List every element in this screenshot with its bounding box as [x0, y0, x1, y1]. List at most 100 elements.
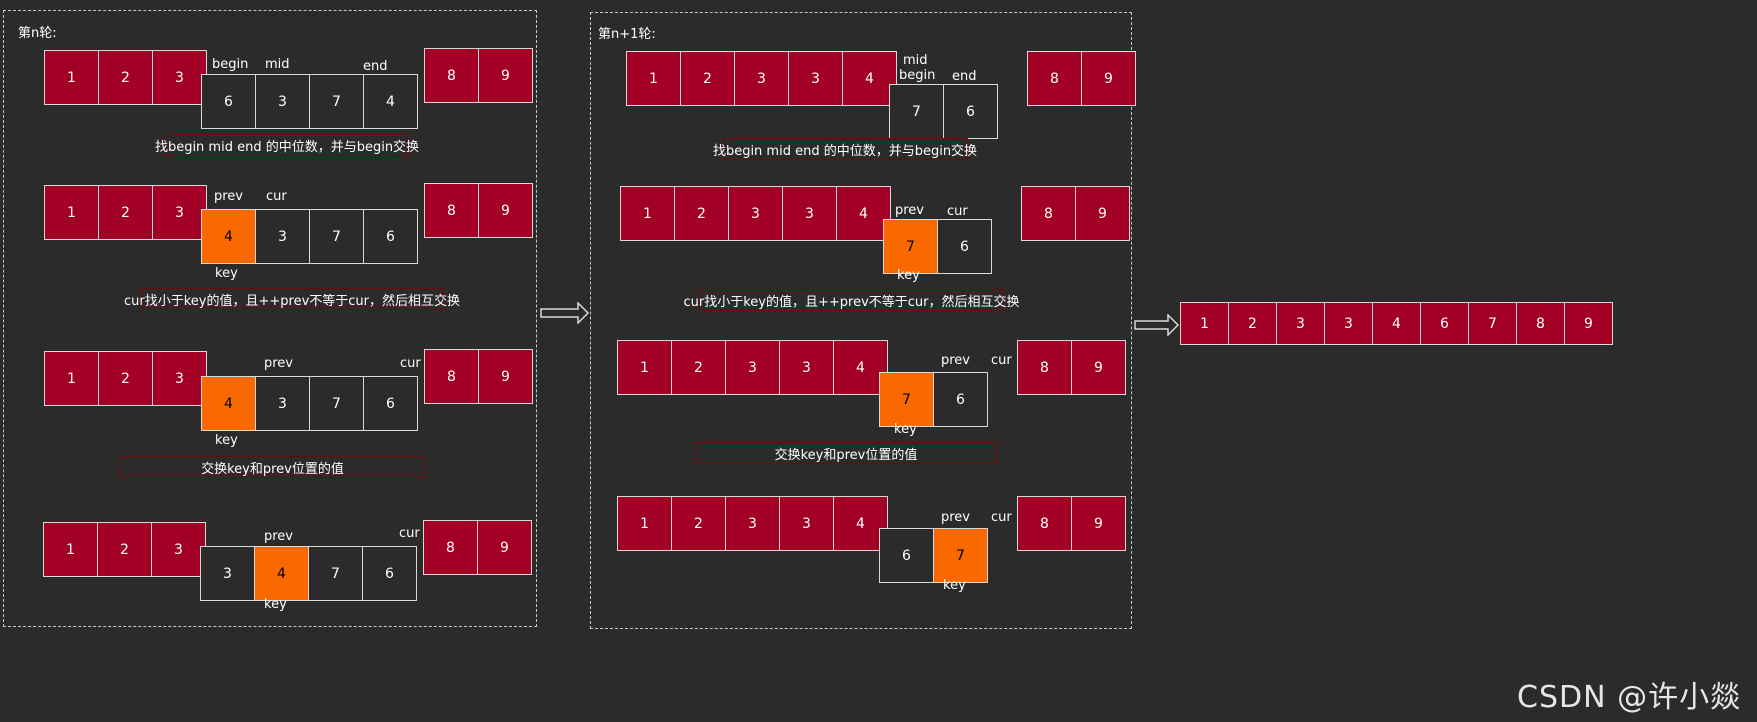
- array-cell: 2: [98, 185, 153, 240]
- array-cell: 6: [879, 528, 934, 583]
- array-cell: 4: [842, 51, 897, 106]
- cur-label: cur: [400, 356, 421, 371]
- begin-label: begin: [899, 68, 936, 83]
- array-cell: 9: [1075, 186, 1130, 241]
- right-step2-sorted-left: 1 2 3 3 4: [620, 186, 891, 241]
- mid-label: mid: [903, 53, 928, 68]
- key-label: key: [215, 433, 238, 448]
- array-cell: 7: [309, 376, 364, 431]
- array-cell: 3: [779, 496, 834, 551]
- right-step4-sorted-left: 1 2 3 3 4: [617, 496, 888, 551]
- array-cell: 1: [620, 186, 675, 241]
- cur-label: cur: [991, 510, 1012, 525]
- array-cell: 2: [680, 51, 735, 106]
- array-cell: 2: [1228, 302, 1277, 345]
- array-cell: 3: [152, 50, 207, 105]
- array-cell: 8: [1017, 340, 1072, 395]
- watermark: CSDN @许小燚: [1517, 680, 1742, 715]
- array-cell: 9: [478, 183, 533, 238]
- left-step1-sorted-left: 1 2 3: [44, 50, 207, 105]
- array-cell: 3: [725, 340, 780, 395]
- round-n-panel: [3, 10, 537, 627]
- array-cell: 3: [255, 74, 310, 129]
- prev-label: prev: [895, 203, 925, 218]
- array-cell: 2: [671, 496, 726, 551]
- note-cur-find: cur找小于key的值，且++prev不等于cur，然后相互交换: [684, 289, 1020, 311]
- array-cell: 9: [1071, 340, 1126, 395]
- array-cell: 8: [424, 48, 479, 103]
- array-cell: 2: [98, 50, 153, 105]
- array-cell: 4: [833, 496, 888, 551]
- key-label: key: [943, 578, 966, 593]
- array-cell: 1: [44, 185, 99, 240]
- array-cell: 8: [1516, 302, 1565, 345]
- array-cell: 6: [362, 546, 417, 601]
- array-cell: 7: [1468, 302, 1517, 345]
- cur-label: cur: [266, 189, 287, 204]
- array-cell-key: 4: [254, 546, 309, 601]
- array-cell: 2: [98, 351, 153, 406]
- round-n-title: 第n轮:: [18, 26, 57, 41]
- note-cur-find: cur找小于key的值，且++prev不等于cur，然后相互交换: [124, 288, 460, 310]
- array-cell: 3: [152, 351, 207, 406]
- right-step3-working: 7 6: [879, 372, 988, 427]
- array-cell: 8: [424, 183, 479, 238]
- array-cell: 8: [1017, 496, 1072, 551]
- array-cell: 4: [363, 74, 418, 129]
- note-swap-key-prev: 交换key和prev位置的值: [121, 456, 424, 478]
- array-cell: 7: [889, 84, 944, 139]
- prev-label: prev: [264, 356, 294, 371]
- array-cell: 3: [255, 376, 310, 431]
- array-cell-key: 4: [201, 376, 256, 431]
- right-step3-sorted-left: 1 2 3 3 4: [617, 340, 888, 395]
- left-step3-working: 4 3 7 6: [201, 376, 418, 431]
- prev-label: prev: [941, 510, 971, 525]
- array-cell: 8: [424, 349, 479, 404]
- left-step4-sorted-left: 1 2 3: [43, 522, 206, 577]
- array-cell: 1: [44, 50, 99, 105]
- prev-label: prev: [941, 353, 971, 368]
- key-label: key: [215, 266, 238, 281]
- array-cell: 8: [423, 520, 478, 575]
- array-cell: 1: [617, 340, 672, 395]
- arrow-right-icon: [1134, 314, 1180, 336]
- array-cell: 1: [617, 496, 672, 551]
- left-step4-working: 3 4 7 6: [200, 546, 417, 601]
- array-cell: 6: [943, 84, 998, 139]
- array-cell: 7: [309, 74, 364, 129]
- right-step1-working: 7 6: [889, 84, 998, 139]
- array-cell: 4: [1372, 302, 1421, 345]
- key-label: key: [897, 268, 920, 283]
- begin-label: begin: [212, 57, 249, 72]
- array-cell: 2: [674, 186, 729, 241]
- right-step4-sorted-right: 8 9: [1017, 496, 1126, 551]
- end-label: end: [952, 69, 977, 84]
- array-cell: 8: [1027, 51, 1082, 106]
- array-cell-key: 4: [201, 209, 256, 264]
- cur-label: cur: [991, 353, 1012, 368]
- array-cell-key: 7: [883, 219, 938, 274]
- prev-label: prev: [214, 189, 244, 204]
- array-cell: 1: [43, 522, 98, 577]
- array-cell: 3: [734, 51, 789, 106]
- right-step3-sorted-right: 8 9: [1017, 340, 1126, 395]
- right-step4-working: 6 7: [879, 528, 988, 583]
- array-cell: 6: [933, 372, 988, 427]
- right-step1-sorted-right: 8 9: [1027, 51, 1136, 106]
- array-cell: 3: [1324, 302, 1373, 345]
- array-cell: 9: [478, 48, 533, 103]
- right-step1-sorted-left: 1 2 3 3 4: [626, 51, 897, 106]
- note-swap-key-prev: 交换key和prev位置的值: [694, 442, 998, 464]
- array-cell: 7: [309, 209, 364, 264]
- array-cell: 3: [725, 496, 780, 551]
- prev-label: prev: [264, 529, 294, 544]
- array-cell: 6: [1420, 302, 1469, 345]
- cur-label: cur: [399, 526, 420, 541]
- array-cell: 7: [308, 546, 363, 601]
- array-cell: 3: [728, 186, 783, 241]
- array-cell: 3: [782, 186, 837, 241]
- left-step2-sorted-right: 8 9: [424, 183, 533, 238]
- array-cell-key: 7: [933, 528, 988, 583]
- array-cell: 6: [201, 74, 256, 129]
- array-cell: 9: [477, 520, 532, 575]
